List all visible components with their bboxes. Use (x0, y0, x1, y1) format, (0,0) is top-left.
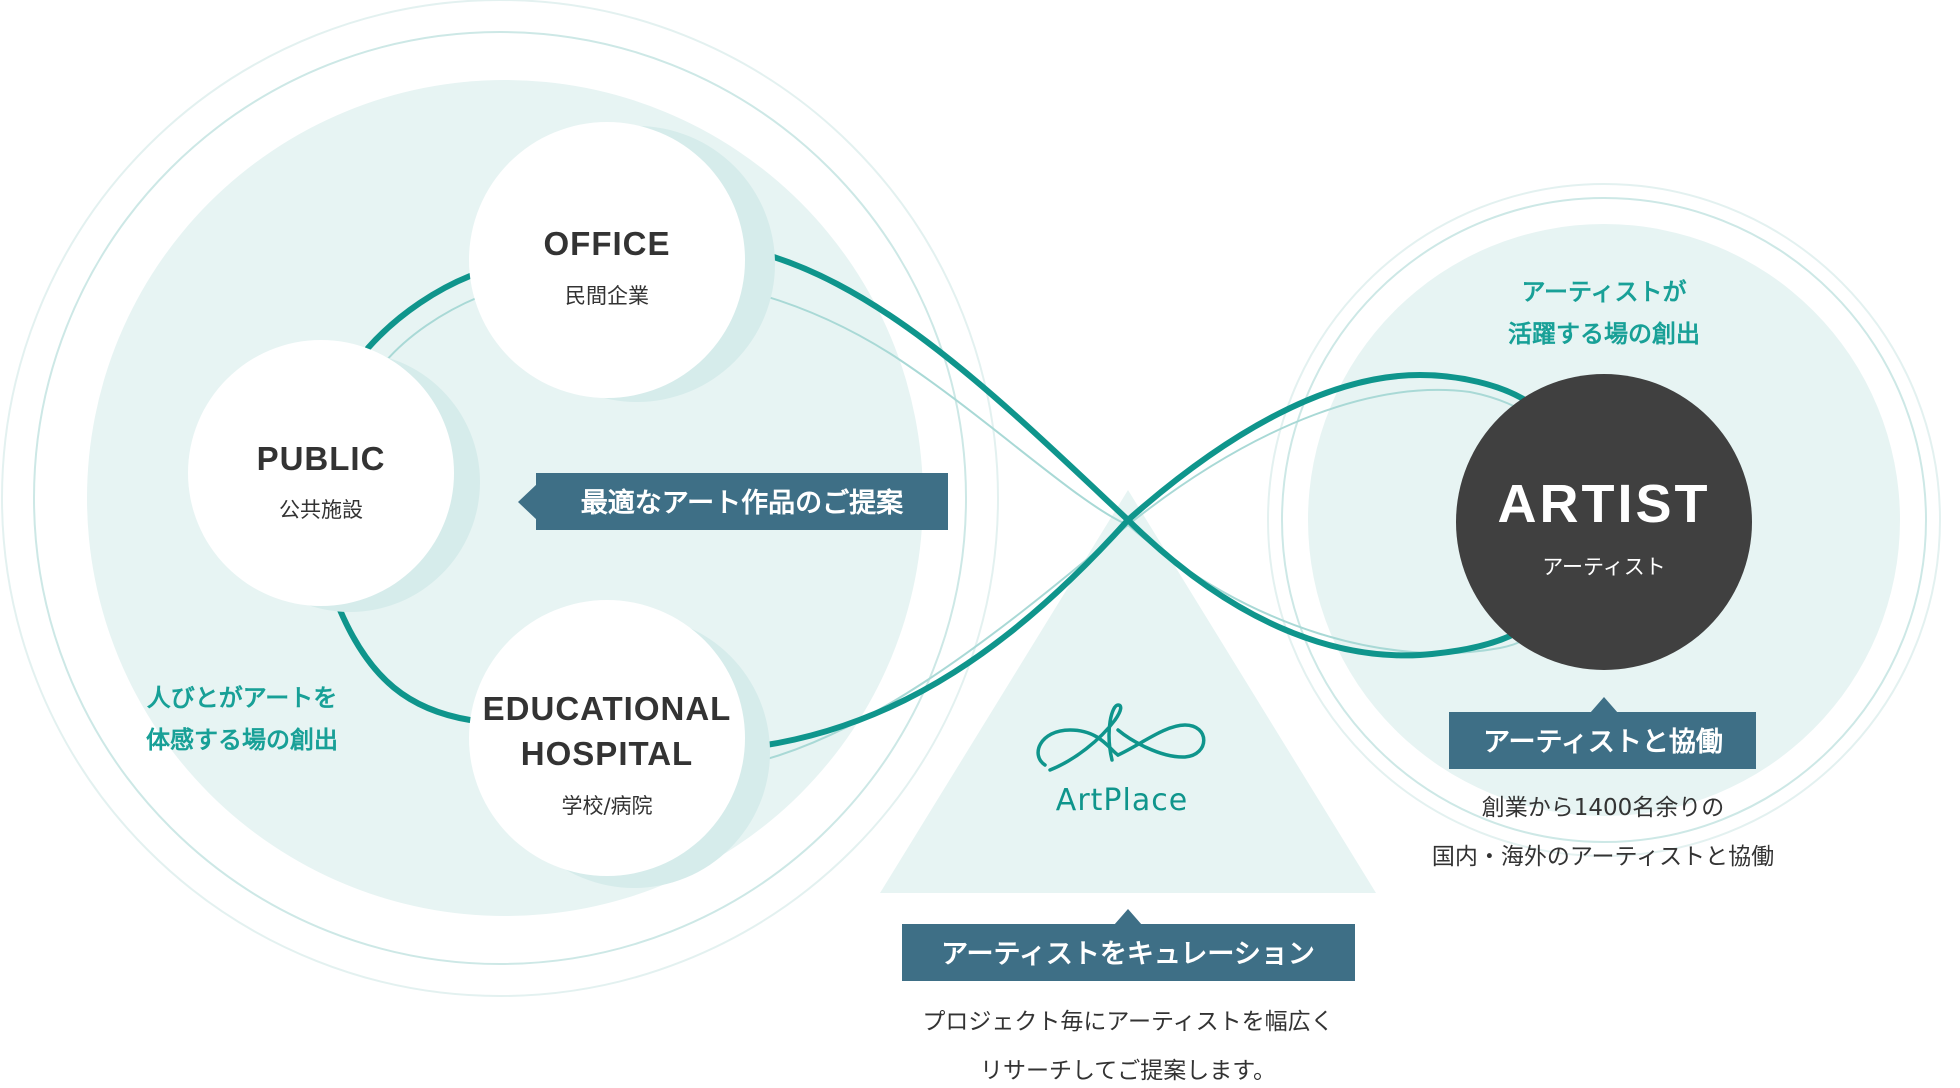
public-label-jp: 公共施設 (279, 498, 363, 522)
artist-desc-2: 国内・海外のアーティストと協働 (1432, 844, 1774, 870)
artist-node: ARTIST アーティスト (1456, 374, 1752, 670)
educational-label-en-1: EDUCATIONAL (483, 690, 732, 727)
artist-caption-1: アーティストが (1521, 278, 1686, 306)
curation-label-arrow (1114, 909, 1142, 925)
collab-label-arrow (1590, 697, 1618, 713)
public-label-en: PUBLIC (257, 440, 386, 477)
collab-label-text: アーティストと協働 (1483, 727, 1723, 758)
collab-label: アーティストと協働 (1449, 697, 1756, 769)
artist-caption-2: 活躍する場の創出 (1508, 320, 1700, 348)
clients-outer-ring (1, 0, 999, 997)
educational-circle (469, 600, 745, 876)
educational-node: EDUCATIONAL HOSPITAL 学校/病院 (469, 600, 770, 888)
educational-label-jp: 学校/病院 (561, 794, 652, 818)
proposal-label-arrow (518, 484, 537, 520)
office-label-en: OFFICE (544, 225, 671, 262)
artist-desc-1: 創業から1400名余りの (1482, 795, 1725, 821)
curation-label: アーティストをキュレーション (902, 909, 1355, 981)
office-label-jp: 民間企業 (565, 284, 649, 308)
infinity-lower-left-arc (337, 607, 473, 723)
office-circle (469, 122, 745, 398)
infinity-light-lower-right (1127, 524, 1531, 655)
curation-label-bg (902, 924, 1355, 981)
office-node: OFFICE 民間企業 (469, 122, 775, 402)
public-circle (188, 340, 454, 606)
artplace-logo-text: ArtPlace (1056, 783, 1188, 818)
clients-caption-2: 体感する場の創出 (146, 726, 338, 754)
educational-label-en-2: HOSPITAL (521, 735, 693, 772)
clients-caption-1: 人びとがアートを (147, 684, 338, 712)
curation-label-text: アーティストをキュレーション (941, 939, 1315, 970)
collab-label-bg (1449, 712, 1756, 769)
artplace-desc-1: プロジェクト毎にアーティストを幅広く (922, 1009, 1333, 1035)
proposal-label: 最適なアート作品のご提案 (518, 473, 948, 530)
infinity-office-to-center (742, 246, 1131, 523)
artplace-infinity-logo-icon (1036, 703, 1206, 772)
proposal-label-text: 最適なアート作品のご提案 (581, 487, 904, 519)
infinity-loop (337, 246, 1531, 767)
proposal-label-bg (536, 473, 948, 530)
artist-circle (1456, 374, 1752, 670)
artplace-triangle (880, 490, 1376, 893)
artist-middle-ring (1281, 197, 1927, 843)
artist-label-jp: アーティスト (1542, 555, 1665, 579)
infinity-center-to-artist-bottom (1125, 517, 1513, 659)
infinity-upper-left-arc (365, 273, 473, 351)
artist-label-en: ARTIST (1498, 474, 1711, 534)
infinity-center-to-artist-top (1125, 371, 1528, 523)
public-node: PUBLIC 公共施設 (188, 340, 480, 612)
infinity-center-to-educational (742, 517, 1131, 751)
artplace-desc-2: リサーチしてご提案します。 (980, 1058, 1276, 1084)
artist-outer-ring (1267, 183, 1941, 857)
clients-middle-ring (33, 31, 967, 965)
